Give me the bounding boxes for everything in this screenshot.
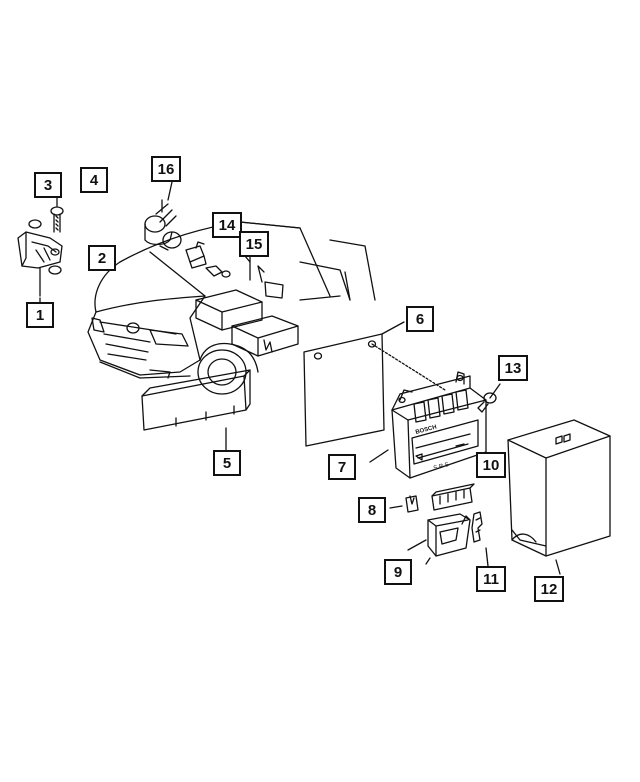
- part-15-sensor: [205, 253, 251, 281]
- part-13-screw: [477, 383, 501, 413]
- part-12-cover: [507, 419, 611, 575]
- callout-14: 14: [212, 212, 242, 238]
- callout-3: 3: [34, 172, 62, 198]
- part-11-terminal: [471, 511, 489, 567]
- callout-12: 12: [534, 576, 564, 602]
- callout-10: 10: [476, 452, 506, 478]
- module-code-label: S R S: [433, 462, 450, 472]
- callout-5: 5: [213, 450, 241, 476]
- part-10-connector: [431, 483, 475, 511]
- onboard-control-units: [195, 289, 299, 357]
- part-7-control-module: [369, 371, 487, 479]
- part-14-connector: [185, 241, 207, 269]
- part-1-bracket: [17, 219, 63, 297]
- callout-7: 7: [328, 454, 356, 480]
- part-8-clip: [389, 495, 419, 513]
- callout-4: 4: [80, 167, 108, 193]
- callout-15: 15: [239, 231, 269, 257]
- callout-16: 16: [151, 156, 181, 182]
- part-5-panel: [141, 369, 251, 451]
- callout-13: 13: [498, 355, 528, 381]
- part-3-bolt: [50, 195, 64, 233]
- part-6-plate: [303, 321, 446, 447]
- part-16-sensor: [144, 199, 182, 251]
- callout-11: 11: [476, 566, 506, 592]
- callout-9: 9: [384, 559, 412, 585]
- callout-8: 8: [358, 497, 386, 523]
- callout-2: 2: [88, 245, 116, 271]
- module-brand-label: BOSCH: [415, 425, 437, 436]
- part-9-connector-housing: [407, 513, 471, 557]
- callout-6: 6: [406, 306, 434, 332]
- callout-1: 1: [26, 302, 54, 328]
